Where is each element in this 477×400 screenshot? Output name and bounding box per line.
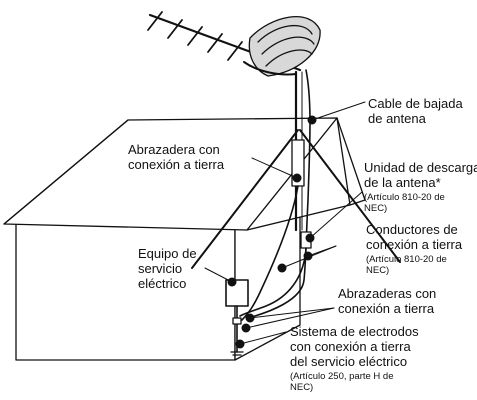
ground-clamps-label: Abrazaderas con conexión a tierra xyxy=(338,286,437,316)
mast-clamp-label: Abrazadera con conexión a tierra xyxy=(128,142,225,172)
antenna-reflector xyxy=(248,16,321,77)
ground-conductor-2 xyxy=(239,247,307,317)
house-front-wall xyxy=(15,221,236,361)
lead-in-cable-label: Cable de bajada de antena xyxy=(368,96,463,126)
discharge-unit-reference: (Artículo 810-20 de NEC) xyxy=(364,192,445,214)
discharge-unit-label: Unidad de descarga de la antena* xyxy=(364,160,477,190)
ground-conductors-label: Conductores de conexión a tierra xyxy=(366,222,463,252)
electrode-system-label: Sistema de electrodos con conexión a tie… xyxy=(290,324,419,369)
electric-service-label: Equipo de servicio eléctrico xyxy=(138,246,197,291)
ground-conductors-reference: (Artículo 810-20 de NEC) xyxy=(366,254,447,276)
electrode-system-reference: (Artículo 250, parte H de NEC) xyxy=(290,371,394,393)
